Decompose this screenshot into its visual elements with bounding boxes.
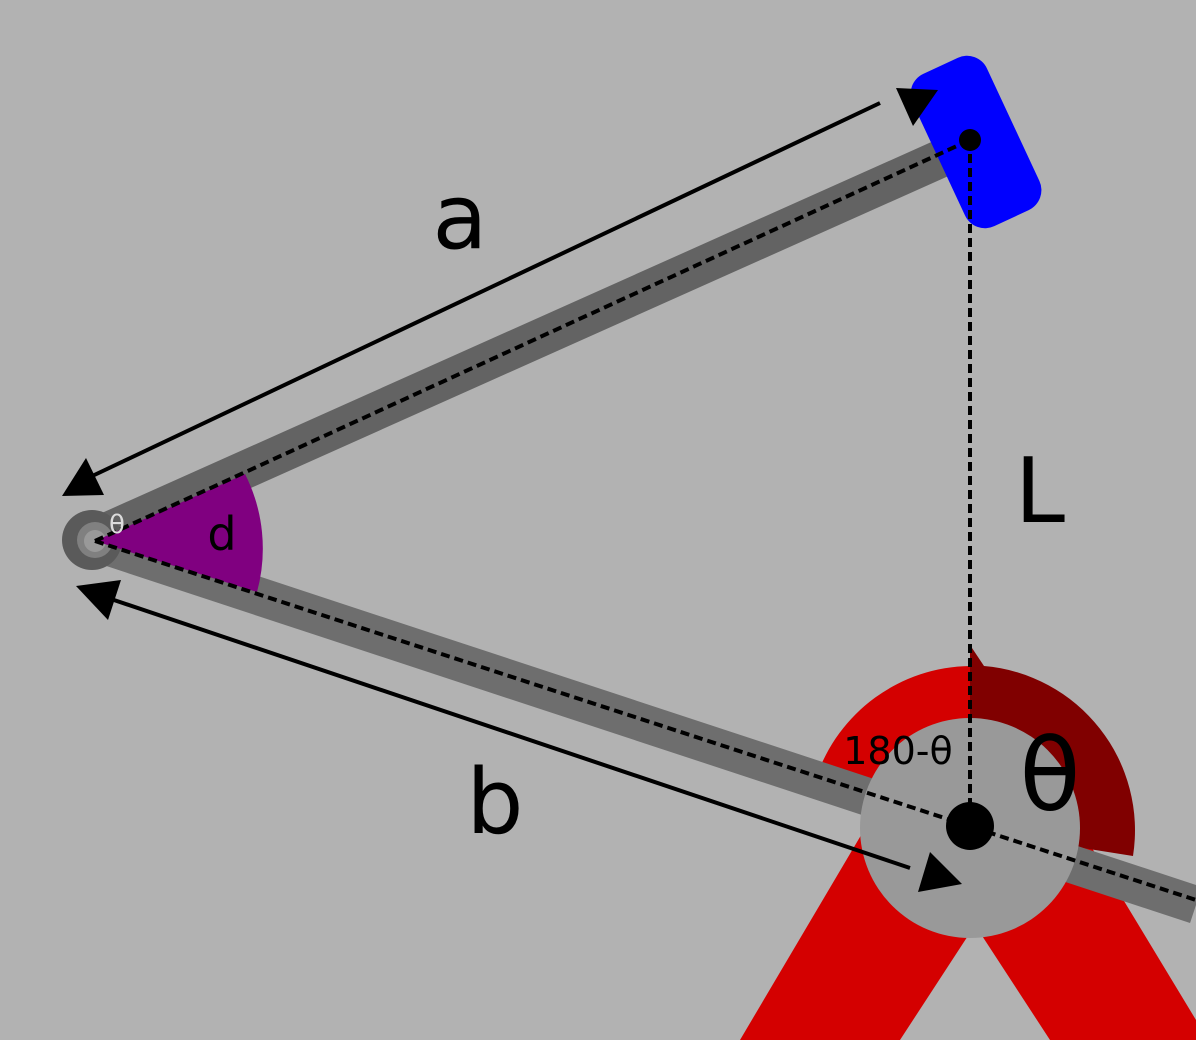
- dashed-line-b: [94, 539, 1196, 902]
- label-a: a: [432, 165, 487, 270]
- arrow-b-head-left: [76, 580, 121, 620]
- arrow-b-line: [107, 596, 911, 870]
- arrow-b-head-right: [918, 852, 962, 892]
- arrow-a-head-left: [62, 458, 104, 496]
- d-wedge: [95, 474, 263, 592]
- dashed-line-a: [94, 138, 971, 543]
- label-supplement: 180-θ: [843, 729, 953, 773]
- hub-pivot-dot: [946, 802, 994, 850]
- slider-pivot-dot: [959, 129, 981, 151]
- arrow-a-line: [87, 101, 881, 480]
- label-theta: θ: [1019, 717, 1080, 834]
- upper-arm: [69, 131, 979, 559]
- arrow-a-head-right: [896, 88, 938, 126]
- label-L: L: [1015, 439, 1065, 544]
- label-theta-small: θ: [109, 510, 125, 540]
- label-b: b: [466, 750, 523, 855]
- label-d: d: [207, 507, 236, 561]
